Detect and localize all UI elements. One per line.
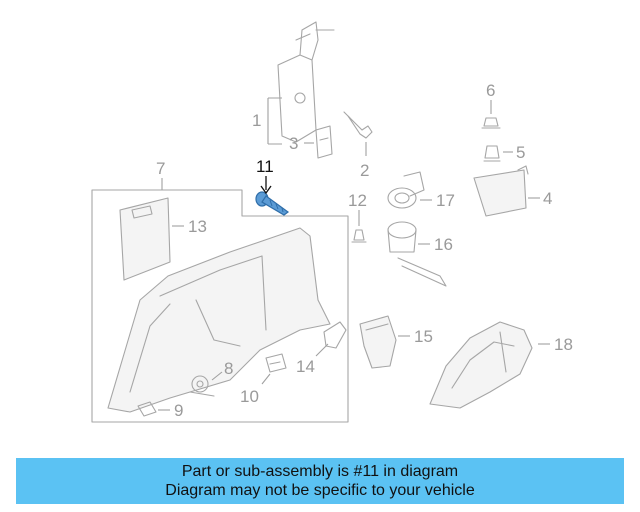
part-9-clip [137, 401, 157, 417]
part-18-liner [429, 321, 533, 409]
callout-18: 18 [554, 335, 573, 354]
part-7-group-frame [91, 189, 349, 423]
callout-17: 17 [436, 191, 455, 210]
part-11-screw [255, 191, 290, 216]
part-12-clip [351, 229, 367, 243]
leader-14 [315, 343, 329, 357]
callout-12: 12 [348, 191, 367, 210]
callout-9: 9 [174, 401, 183, 420]
callout-3: 3 [289, 134, 298, 153]
quarter-trim-panel [107, 227, 331, 413]
part-2-fastener [343, 111, 373, 139]
leader-1 [267, 97, 282, 145]
part-1-bracket [277, 21, 335, 143]
leader-10 [261, 373, 271, 385]
part-10-clip [265, 353, 287, 373]
parts-diagram: 1 2 3 4 5 6 7 8 9 10 11 12 13 14 15 16 1… [91, 21, 573, 423]
callout-14: 14 [296, 357, 315, 376]
callout-4: 4 [543, 189, 552, 208]
banner-line-part-number: Part or sub-assembly is #11 in diagram [181, 463, 459, 480]
callout-8: 8 [224, 359, 233, 378]
callout-11: 11 [256, 157, 274, 176]
part-3-plate [315, 125, 333, 159]
callout-7: 7 [156, 159, 165, 178]
callout-13: 13 [188, 217, 207, 236]
info-banner: Part or sub-assembly is #11 in diagram D… [16, 458, 624, 504]
banner-line-disclaimer: Diagram may not be specific to your vehi… [165, 482, 475, 499]
part-14-bracket [323, 321, 347, 349]
part-13-trim-panel [119, 197, 171, 281]
callout-1: 1 [252, 111, 261, 130]
part-5-pin [483, 145, 501, 162]
callout-6: 6 [486, 81, 495, 100]
callout-16: 16 [434, 235, 453, 254]
callout-2: 2 [360, 161, 369, 180]
leader-8 [211, 371, 223, 381]
part-4-panel [473, 165, 529, 217]
callout-5: 5 [516, 143, 525, 162]
part-17-cap [387, 171, 425, 209]
part-8-grommet [189, 375, 215, 397]
callout-15: 15 [414, 327, 433, 346]
leader-11-arrow [260, 185, 272, 195]
callout-10: 10 [240, 387, 259, 406]
part-16-housing [387, 221, 447, 287]
part-6-clip [481, 117, 501, 129]
part-15-block [359, 315, 397, 369]
